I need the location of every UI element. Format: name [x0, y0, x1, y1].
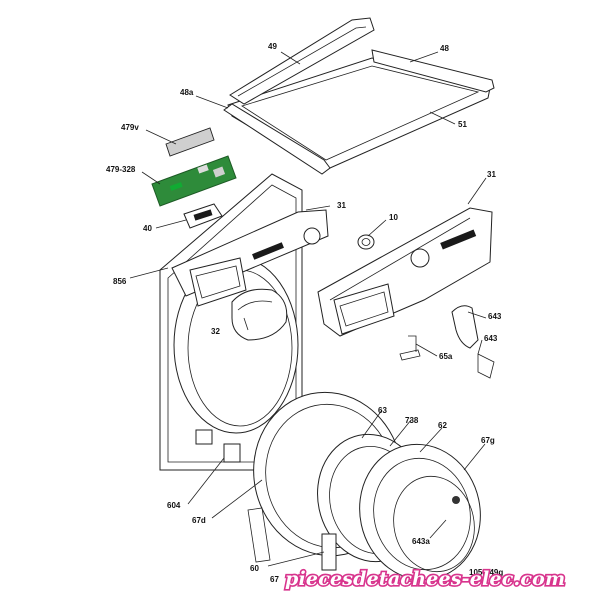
- label-67d: 67d: [192, 516, 206, 525]
- label-479-328: 479-328: [106, 165, 136, 174]
- label-31-left: 31: [337, 201, 346, 210]
- control-board-479-328: [151, 155, 237, 207]
- label-51: 51: [458, 120, 467, 129]
- label-856: 856: [113, 277, 127, 286]
- leader-lines: [129, 51, 487, 567]
- label-63: 63: [378, 406, 387, 415]
- label-604: 604: [167, 501, 181, 510]
- knob-10: [357, 234, 375, 250]
- plate-604: [223, 443, 241, 463]
- label-48a: 48a: [180, 88, 194, 97]
- hinge-parts: [399, 305, 495, 379]
- label-32: 32: [211, 327, 220, 336]
- label-48: 48: [440, 44, 449, 53]
- display-card-479v: [165, 127, 215, 157]
- part-labels: 49 48 48a 51 479v 479-328 40 856 31 31 1…: [106, 42, 503, 584]
- label-643-top: 643: [488, 312, 502, 321]
- label-738: 738: [405, 416, 419, 425]
- label-62: 62: [438, 421, 447, 430]
- label-643-bottom: 643: [484, 334, 498, 343]
- watermark-text: piecesdetachees-elec.com: [285, 568, 565, 590]
- label-65a: 65a: [439, 352, 453, 361]
- label-10: 10: [389, 213, 398, 222]
- top-lid-assembly: [223, 17, 495, 175]
- control-panel-fascia: [317, 207, 493, 337]
- label-40: 40: [143, 224, 152, 233]
- label-31-right: 31: [487, 170, 496, 179]
- label-49: 49: [268, 42, 277, 51]
- connector-40: [183, 203, 223, 229]
- label-60: 60: [250, 564, 259, 573]
- label-67: 67: [270, 575, 279, 584]
- label-643a: 643a: [412, 537, 430, 546]
- cabinet-front: [159, 173, 329, 471]
- label-479v: 479v: [121, 123, 139, 132]
- label-1058-49g: 1058-49g: [469, 568, 503, 577]
- dispenser-handle-32: [231, 288, 288, 341]
- label-67g: 67g: [481, 436, 495, 445]
